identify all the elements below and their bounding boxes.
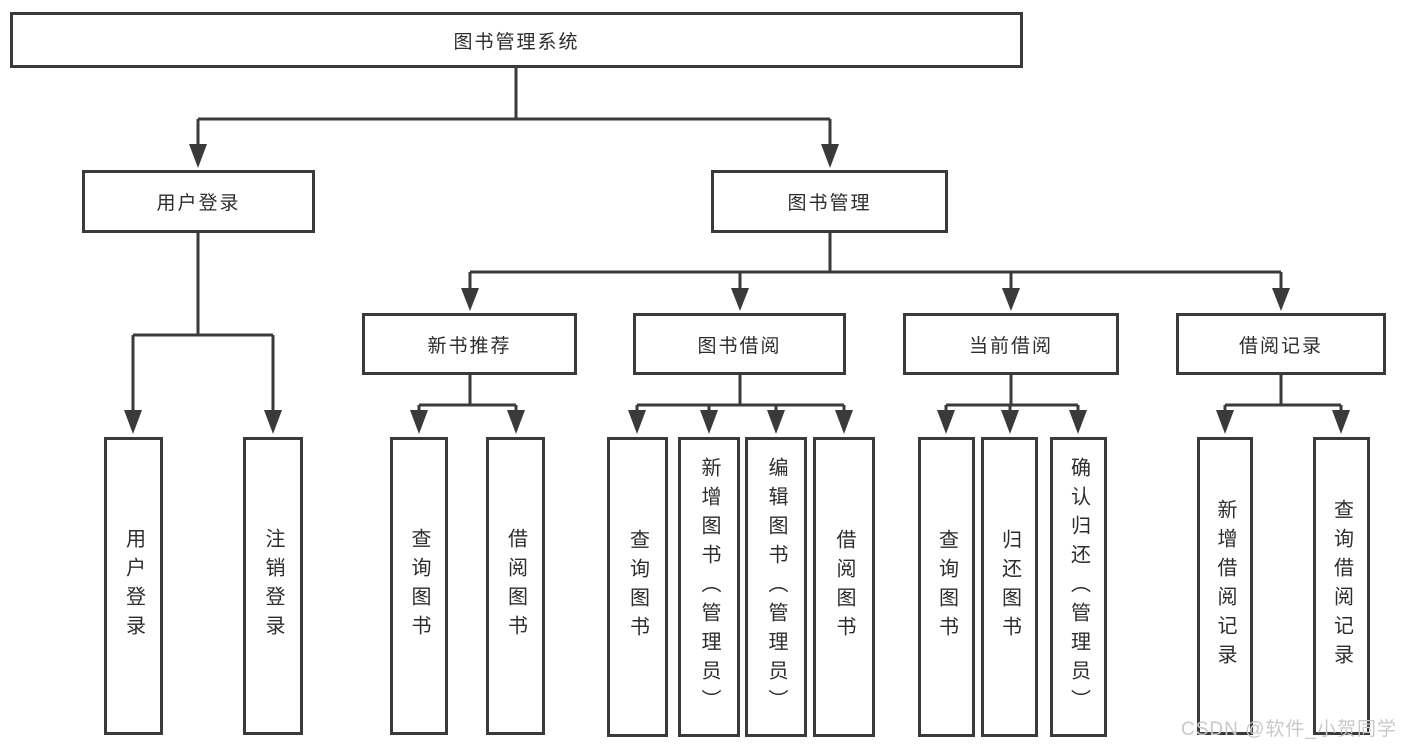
csdn-watermark: CSDN @软件_小贺同学 [1181,719,1397,740]
leaf-query-book-recommend: 查询图书 [390,437,448,735]
leaf-borrow-book-borrowing: 借阅图书 [813,437,875,737]
leaf-query-borrow-record: 查询借阅记录 [1313,437,1370,735]
leaf-user-login: 用户登录 [104,437,163,735]
node-current-borrowing: 当前借阅 [903,313,1119,375]
node-library-management-system: 图书管理系统 [10,12,1023,68]
leaf-logout: 注销登录 [243,437,303,735]
leaf-query-book-current: 查询图书 [918,437,975,737]
node-user-login: 用户登录 [82,170,315,233]
node-borrow-records: 借阅记录 [1176,313,1386,375]
leaf-borrow-book-recommend: 借阅图书 [486,437,545,735]
node-book-management: 图书管理 [711,170,948,233]
leaf-add-borrow-record: 新增借阅记录 [1197,437,1253,735]
leaf-confirm-return-admin: 确认归还（管理员） [1050,437,1107,737]
leaf-return-book: 归还图书 [981,437,1038,737]
node-book-borrowing: 图书借阅 [633,313,846,375]
node-new-book-recommend: 新书推荐 [362,313,577,375]
leaf-query-book-borrowing: 查询图书 [607,437,668,737]
leaf-add-book-admin: 新增图书（管理员） [678,437,740,737]
leaf-edit-book-admin: 编辑图书（管理员） [745,437,807,737]
